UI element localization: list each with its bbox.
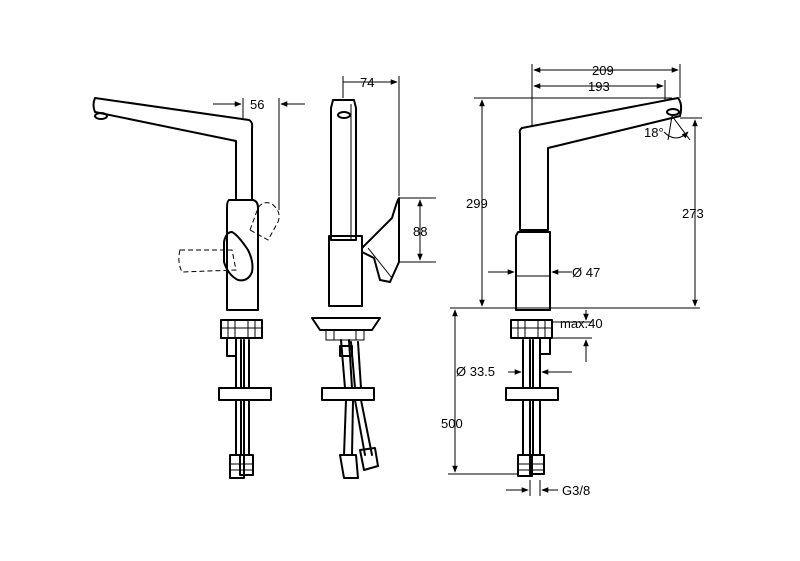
dim-dia-33-5: Ø 33.5	[456, 364, 495, 379]
right-spout	[518, 97, 683, 231]
right-base	[510, 319, 553, 339]
left-lever	[223, 231, 254, 282]
middle-base-plate	[311, 317, 381, 331]
dim-74: 74	[360, 75, 374, 90]
dim-g3-8: G3/8	[562, 483, 590, 498]
dim-193: 193	[588, 79, 610, 94]
middle-counter	[321, 387, 375, 401]
middle-connector-1	[339, 454, 359, 479]
middle-lever	[361, 197, 400, 283]
right-connector-2	[529, 454, 545, 475]
dim-dia-47: Ø 47	[572, 265, 600, 280]
right-view: 209 193 18° 299 273 Ø 47 max.40 Ø 33.5	[441, 63, 704, 498]
dim-max-40: max.40	[560, 316, 603, 331]
left-view: 56	[92, 97, 305, 479]
dim-500: 500	[441, 416, 463, 431]
right-body	[515, 231, 551, 311]
left-spout-outlet	[94, 112, 108, 120]
middle-connector-2	[359, 447, 379, 471]
left-counter	[218, 387, 272, 401]
dim-299: 299	[466, 196, 488, 211]
left-spout	[92, 97, 254, 201]
left-connector-2	[239, 454, 254, 476]
right-connector-1	[517, 454, 533, 477]
middle-view: 74 88	[311, 75, 436, 479]
dim-209: 209	[592, 63, 614, 78]
left-lever-dashed-side	[178, 249, 237, 273]
dim-273: 273	[682, 206, 704, 221]
middle-body	[328, 235, 363, 307]
dim-18deg: 18°	[644, 125, 664, 140]
dim-56: 56	[250, 97, 264, 112]
right-counter	[505, 387, 559, 401]
left-body	[226, 199, 259, 311]
middle-spout	[330, 99, 357, 241]
dim-88: 88	[413, 224, 427, 239]
left-base	[220, 319, 263, 339]
left-lever-dashed-up	[249, 202, 280, 241]
